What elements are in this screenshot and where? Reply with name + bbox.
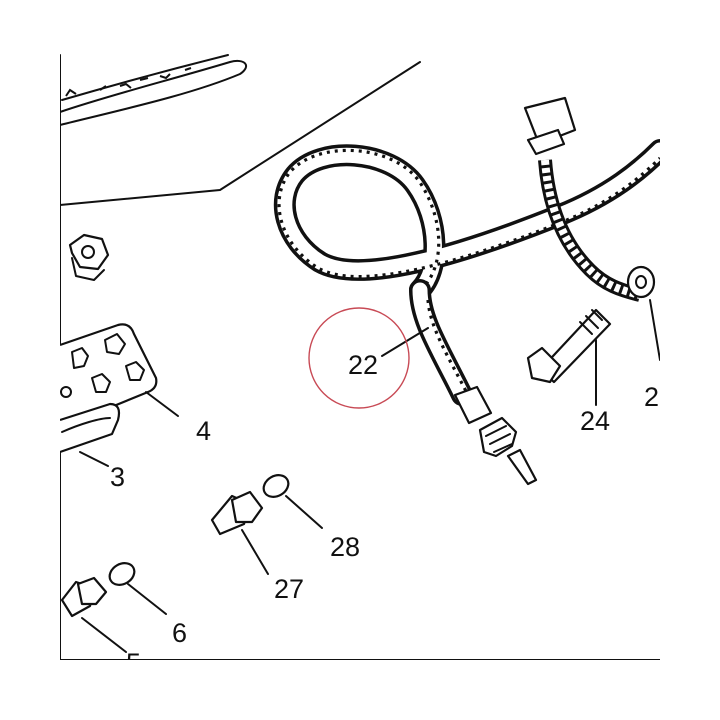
label-2-partial: 2 [644,382,659,412]
label-28: 28 [330,532,360,562]
leader-lines [79,299,661,653]
leader-2 [649,299,661,361]
bulb-socket-5-6 [60,562,136,618]
label-24: 24 [580,406,610,436]
leader-5 [81,617,127,653]
washer-part [626,265,656,299]
bottom-crop-mask [0,660,720,720]
leader-27 [241,529,269,575]
right-crop-mask [660,0,720,720]
nut-part [68,233,110,281]
highlight-circle [308,307,410,409]
leader-4 [145,391,179,417]
label-22: 22 [348,350,378,380]
left-crop-mask [0,0,60,720]
leader-28 [285,495,323,529]
bulb-socket-27-28 [210,474,290,536]
instrument-housing [59,54,421,206]
leader-3 [79,451,109,467]
leader-6 [127,583,167,615]
plate-part-3 [59,402,121,454]
label-3: 3 [110,462,125,492]
label-6: 6 [172,618,187,648]
bolt-part-24 [526,308,612,384]
connector-harness [523,96,642,302]
speedometer-cable [273,139,671,486]
leader-22 [381,327,429,357]
label-27: 27 [274,574,304,604]
label-4: 4 [196,416,211,446]
bracket-plate [59,323,158,430]
